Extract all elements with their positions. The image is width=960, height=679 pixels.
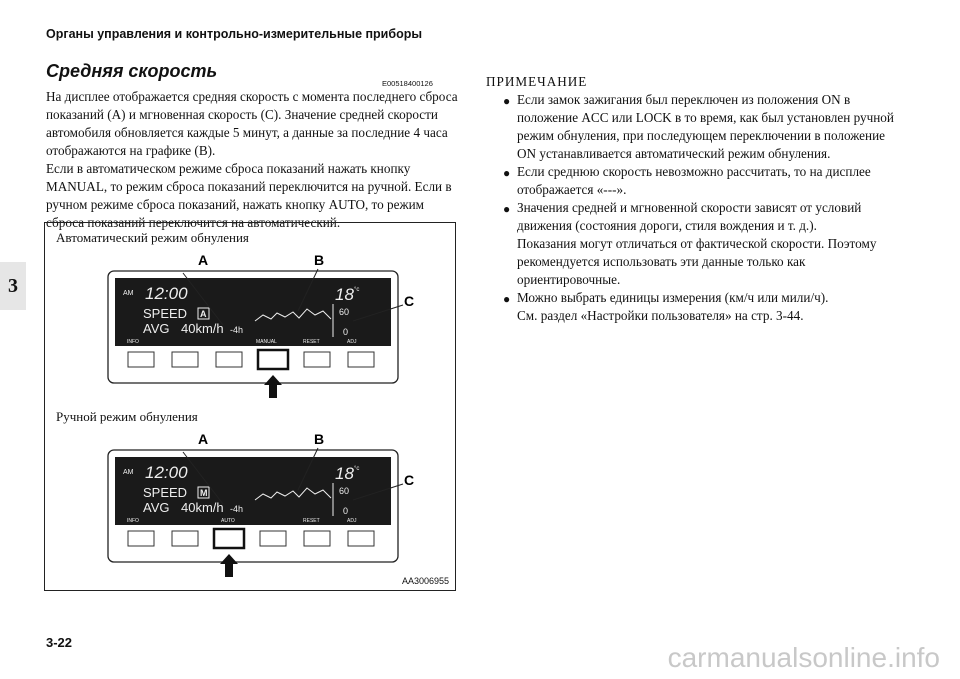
speed-label: SPEED [143,306,187,321]
speed-graph-line [254,487,332,501]
bullet-icon: ● [503,202,511,216]
bullet-icon: ● [503,166,511,180]
manual-display-panel: A B C AM 12:00 18 °c SPEED M AVG 40km/h … [107,431,414,577]
temperature-unit: °c [354,287,359,293]
page-header: Органы управления и контрольно-измерител… [46,27,423,41]
auto-display-panel: A B C AM 12:00 18 °c SPEED A AVG 40km/h … [107,252,414,398]
display-button-label: ADJ [347,339,357,345]
press-arrow-icon [264,375,282,398]
page-number: 3-22 [46,635,73,650]
callout-c: C [404,472,414,488]
note-block: ПРИМЕЧАНИЕ ● Если замок зажигания был пе… [486,73,906,325]
display-button-label: AUTO [221,518,235,524]
callout-a: A [198,252,208,268]
auto-mode-label: Автоматический режим обнуления [56,230,249,245]
avg-label: AVG [143,321,170,336]
graph-max-label: 60 [339,307,349,317]
speed-graph-line [254,308,332,322]
display-button-label: MANUAL [256,339,277,345]
graph-min-label: 0 [343,506,348,516]
doc-code: E00518400126 [382,79,433,88]
callout-a: A [198,431,208,447]
press-arrow-icon [220,554,238,577]
temperature-readout: 18 [335,464,354,483]
am-label: AM [123,469,134,476]
clock-readout: 12:00 [145,284,188,303]
display-button-label: RESET [303,518,320,524]
manual-mode-label: Ручной режим обнуления [56,409,198,424]
note-text: Показания могут отличаться от фактическо… [517,236,877,287]
graph-min-label: 0 [343,327,348,337]
mode-indicator: M [200,488,208,498]
temperature-readout: 18 [335,285,354,304]
body-text: На дисплее отображается средняя скорость… [46,88,458,232]
graph-max-label: 60 [339,486,349,496]
mode-indicator: A [200,309,207,319]
bullet-icon: ● [503,94,511,108]
body-paragraph: На дисплее отображается средняя скорость… [46,89,458,158]
display-button-label: RESET [303,339,320,345]
temperature-unit: °c [354,466,359,472]
avg-label: AVG [143,500,170,515]
note-item: ● Если замок зажигания был переключен из… [486,91,906,163]
note-text: Если среднюю скорость невозможно рассчит… [517,164,871,197]
note-text: См. раздел «Настройки пользователя» на с… [517,308,804,323]
display-button-label: ADJ [347,518,357,524]
figure-frame: Автоматический режим обнуления Ручной ре… [44,222,456,591]
note-item: ● Значения средней и мгновенной скорости… [486,199,906,289]
note-text: Значения средней и мгновенной скорости з… [517,200,862,233]
note-item: ● Можно выбрать единицы измерения (км/ч … [486,289,906,325]
callout-c: C [404,293,414,309]
section-title: Средняя скорость [46,61,218,81]
avg-speed-readout: 40km/h [181,500,224,515]
note-title: ПРИМЕЧАНИЕ [486,74,588,89]
display-button-label: INFO [127,339,139,345]
graph-hours-label: -4h [230,504,243,514]
section-tab: 3 [0,262,26,310]
bullet-icon: ● [503,292,511,306]
callout-b: B [314,252,324,268]
note-text: Если замок зажигания был переключен из п… [517,92,894,161]
note-item: ● Если среднюю скорость невозможно рассч… [486,163,906,199]
watermark: carmanualsonline.info [667,642,940,673]
callout-b: B [314,431,324,447]
avg-speed-readout: 40km/h [181,321,224,336]
figure-code: AA3006955 [401,576,449,586]
speed-label: SPEED [143,485,187,500]
clock-readout: 12:00 [145,463,188,482]
note-text: Можно выбрать единицы измерения (км/ч ил… [517,290,829,305]
display-button-label: INFO [127,518,139,524]
graph-hours-label: -4h [230,325,243,335]
am-label: AM [123,290,134,297]
note-list: ● Если замок зажигания был переключен из… [486,91,906,325]
